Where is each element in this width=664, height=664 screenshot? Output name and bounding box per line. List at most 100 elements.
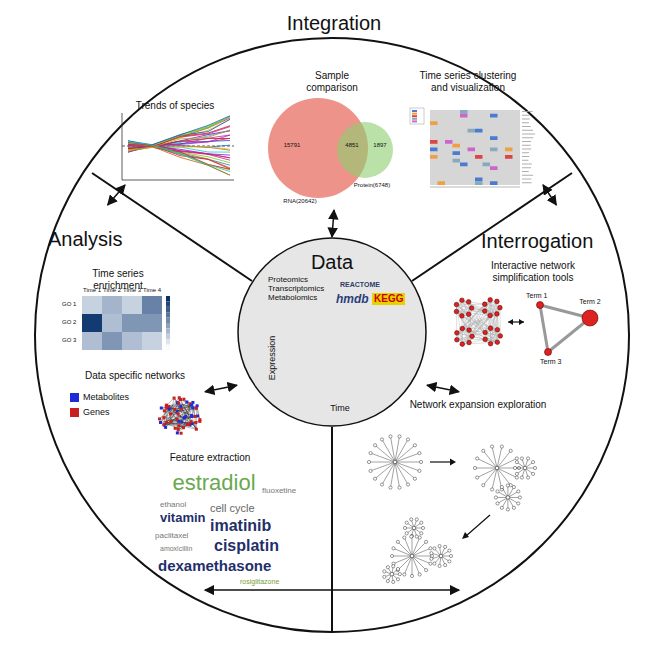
row-name-mark [522, 179, 531, 180]
network-edge [411, 536, 412, 556]
color-bar [166, 328, 170, 333]
network-node [506, 508, 509, 511]
trend-line [128, 147, 230, 152]
network-node [438, 545, 441, 548]
network-node [500, 506, 503, 509]
caption-label: Protein(6748) [354, 182, 390, 189]
network-node [403, 526, 406, 529]
network-node [448, 560, 451, 563]
network-hub [410, 554, 414, 558]
network-node [180, 408, 183, 411]
network-hub [495, 466, 499, 470]
network-node [518, 496, 521, 499]
double-arrow [205, 589, 459, 591]
row-name-mark [522, 130, 533, 131]
database-logo: hmdb [336, 293, 369, 307]
network-node [425, 540, 428, 543]
network-node [506, 484, 509, 487]
network-node [398, 435, 401, 438]
drawing-part [430, 461, 452, 462]
row-name-mark [522, 122, 529, 123]
network-hub [393, 460, 397, 464]
section-heading: Interrogation [481, 230, 593, 253]
network-node [476, 457, 479, 460]
network-node [469, 306, 474, 311]
network-edge [164, 406, 197, 425]
network-node [165, 404, 168, 407]
heatmap-cell [430, 148, 438, 152]
network-node [500, 485, 503, 488]
network-edge [371, 453, 395, 462]
network-node [159, 421, 162, 424]
heatmap-cell [460, 163, 468, 167]
network-node [454, 309, 459, 314]
enrichment-heatmap [82, 296, 170, 350]
network-node [488, 298, 493, 303]
network-node [515, 472, 518, 475]
network-node [191, 406, 194, 409]
drawing-part [545, 349, 552, 356]
heatmap-cell [468, 129, 476, 133]
trend-line [128, 130, 230, 150]
network-node [369, 452, 372, 455]
caption-label: 15791 [284, 142, 301, 149]
word-cloud-term: dexamethasone [158, 557, 271, 574]
network-hub [412, 526, 416, 530]
network-node [185, 401, 188, 404]
heatmap-cell [460, 114, 468, 118]
network-edge [412, 542, 426, 556]
network-hub [506, 496, 510, 500]
row-name-mark [522, 119, 530, 120]
network-node [467, 340, 472, 345]
network-node [178, 396, 181, 399]
network-node [460, 342, 465, 347]
network-node [515, 461, 518, 464]
network-node [520, 457, 523, 460]
network-node [179, 405, 182, 408]
network-hub [439, 554, 443, 558]
network-node [509, 449, 512, 452]
heatmap-cell [475, 181, 483, 185]
network-node [466, 300, 471, 305]
network-node [191, 415, 194, 418]
network-edge [375, 462, 395, 479]
network-node [380, 438, 383, 441]
row-name-mark [522, 152, 529, 153]
network-edge [395, 462, 415, 479]
network-edge [178, 403, 196, 429]
heatmap-cell [453, 144, 461, 148]
network-edge [390, 436, 395, 462]
network-edge [475, 468, 497, 469]
network-edge [371, 462, 395, 471]
network-node [168, 408, 171, 411]
color-bar [166, 301, 170, 306]
heatmap-cell [82, 296, 102, 314]
row-name-mark [522, 175, 533, 176]
network-edge [369, 462, 395, 463]
data-types: Proteomics Transcriptomics Metabolomics [268, 275, 334, 303]
network-node [418, 452, 421, 455]
network-node [515, 457, 518, 460]
network-node [173, 408, 176, 411]
heatmap-cell [490, 114, 498, 118]
heatmap-cell [468, 148, 476, 152]
network-node [163, 409, 166, 412]
network-node [187, 423, 190, 426]
heatmap-cell [490, 136, 498, 140]
legend-swatch [70, 393, 79, 402]
trend-line [128, 145, 230, 175]
venn-diagram [268, 98, 393, 198]
network-node [169, 420, 172, 423]
heatmap-cell [142, 296, 162, 314]
network-node [194, 415, 197, 418]
word-cloud-term: fluoxetine [262, 486, 296, 495]
network-node [491, 488, 494, 491]
network-node [405, 532, 408, 535]
trend-line [128, 147, 230, 168]
drawing-part [508, 319, 524, 325]
key-bar [412, 118, 417, 120]
network-node [173, 397, 176, 400]
caption-label: Time 3 [123, 287, 141, 294]
network-edge [164, 411, 184, 418]
network-edge [412, 548, 430, 556]
